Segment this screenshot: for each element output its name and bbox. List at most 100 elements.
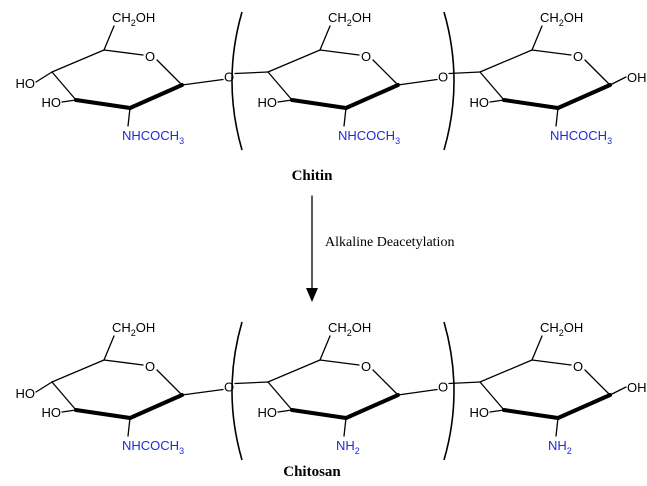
ch2oh-label: CH2OH xyxy=(540,320,583,338)
ch2oh-label-subscript: 2 xyxy=(131,18,136,28)
nh2-label-subscript: 2 xyxy=(355,446,360,456)
c4-oh-bond xyxy=(35,71,53,83)
nhcoch3-label: NHCOCH3 xyxy=(122,438,184,456)
c3-ho-label: HO xyxy=(470,405,490,420)
ch2oh-label-main: CH xyxy=(328,320,347,335)
ch2oh-label-main: CH xyxy=(540,10,559,25)
ring-front-bond-c2-c1 xyxy=(128,393,184,420)
nhcoch3-label-main: NHCOCH xyxy=(338,128,395,143)
ch2oh-label-subscript: 2 xyxy=(347,328,352,338)
ring-oxygen: O xyxy=(361,49,371,64)
ring-front-bond-c3-c2 xyxy=(74,408,132,420)
nhcoch3-label-subscript: 3 xyxy=(395,136,400,146)
nh2-label-main: NH xyxy=(336,438,355,453)
ring-bond-o-c1 xyxy=(372,369,399,396)
c4-oh-bond xyxy=(35,381,53,393)
nhcoch3-label-main: NHCOCH xyxy=(550,128,607,143)
c1-oh-label: OH xyxy=(627,70,647,85)
ring-front-bond-c3-c2 xyxy=(74,98,132,110)
ring-bond-c5-o xyxy=(531,359,572,366)
left-parenthesis xyxy=(231,11,243,151)
ch2oh-bond xyxy=(103,25,115,51)
left-parenthesis xyxy=(231,321,243,461)
glycosidic-bond-left xyxy=(397,78,438,86)
c3-ho-label: HO xyxy=(42,405,62,420)
ch2oh-label-tail: OH xyxy=(564,320,584,335)
c3-ho-label-main: HO xyxy=(42,405,62,420)
ring-front-bond-c2-c1 xyxy=(128,83,184,110)
chitosan-caption: Chitosan xyxy=(283,464,341,480)
c3-oh-bond xyxy=(489,409,505,413)
c1-oh-bond xyxy=(609,76,627,86)
chitosan-structure-link-1: O xyxy=(181,380,269,396)
c3-ho-label-main: HO xyxy=(470,405,490,420)
ch2oh-label-subscript: 2 xyxy=(347,18,352,28)
ch2oh-bond xyxy=(319,25,331,51)
nhcoch3-label: NHCOCH3 xyxy=(550,128,612,146)
chitosan-structure-link-2: O xyxy=(397,380,481,396)
ring-oxygen: O xyxy=(361,359,371,374)
glycosidic-bond-left xyxy=(181,388,224,396)
reaction-condition-label: Alkaline Deacetylation xyxy=(325,235,454,250)
c3-oh-bond xyxy=(61,409,77,413)
c2-substituent-bond xyxy=(343,107,347,127)
c3-oh-bond xyxy=(277,409,293,413)
ch2oh-label-subscript: 2 xyxy=(131,328,136,338)
ring-bond-c5-o xyxy=(319,49,360,56)
c1-oh-label-main: OH xyxy=(627,70,647,85)
c3-ho-label-main: HO xyxy=(470,95,490,110)
nh2-label: NH2 xyxy=(548,438,572,456)
ch2oh-label: CH2OH xyxy=(112,320,155,338)
ch2oh-label-main: CH xyxy=(540,320,559,335)
glycosidic-bond-right xyxy=(234,71,269,75)
ring-oxygen: O xyxy=(573,49,583,64)
chitin-caption: Chitin xyxy=(292,168,334,184)
ch2oh-label-subscript: 2 xyxy=(559,328,564,338)
nhcoch3-label: NHCOCH3 xyxy=(122,128,184,146)
c3-oh-bond xyxy=(61,99,77,103)
glycosidic-oxygen: O xyxy=(224,70,234,85)
nh2-label-subscript: 2 xyxy=(567,446,572,456)
reaction-arrow xyxy=(306,195,318,302)
ring-bond-c4-c5 xyxy=(267,49,321,73)
c2-substituent-bond xyxy=(127,107,131,127)
ring-bond-o-c1 xyxy=(584,369,611,396)
ring-bond-c5-o xyxy=(319,359,360,366)
ch2oh-bond xyxy=(319,335,331,361)
c2-substituent-bond xyxy=(555,417,559,437)
c3-ho-label: HO xyxy=(470,95,490,110)
ring-bond-c4-c3 xyxy=(479,381,505,411)
c2-substituent-bond xyxy=(343,417,347,437)
ring-bond-c4-c5 xyxy=(51,49,105,73)
c3-oh-bond xyxy=(489,99,505,103)
c4-ho-label-main: HO xyxy=(16,386,36,401)
c1-oh-bond xyxy=(609,386,627,396)
ring-bond-c4-c3 xyxy=(51,71,77,101)
ring-bond-c5-o xyxy=(103,49,144,56)
ring-bond-c4-c5 xyxy=(479,49,533,73)
ring-front-bond-c2-c1 xyxy=(556,83,612,110)
ring-bond-o-c1 xyxy=(584,59,611,86)
ring-oxygen: O xyxy=(573,359,583,374)
c3-ho-label: HO xyxy=(258,95,278,110)
nhcoch3-label: NHCOCH3 xyxy=(338,128,400,146)
ring-front-bond-c2-c1 xyxy=(344,393,400,420)
nh2-label: NH2 xyxy=(336,438,360,456)
ring-front-bond-c2-c1 xyxy=(344,83,400,110)
glycosidic-bond-left xyxy=(181,78,224,86)
ring-bond-c4-c3 xyxy=(267,381,293,411)
nhcoch3-label-subscript: 3 xyxy=(607,136,612,146)
glycosidic-bond-left xyxy=(397,388,438,396)
c3-ho-label-main: HO xyxy=(258,405,278,420)
ring-bond-c4-c5 xyxy=(51,359,105,383)
ch2oh-label-main: CH xyxy=(112,10,131,25)
nhcoch3-label-main: NHCOCH xyxy=(122,128,179,143)
ch2oh-label: CH2OH xyxy=(112,10,155,28)
